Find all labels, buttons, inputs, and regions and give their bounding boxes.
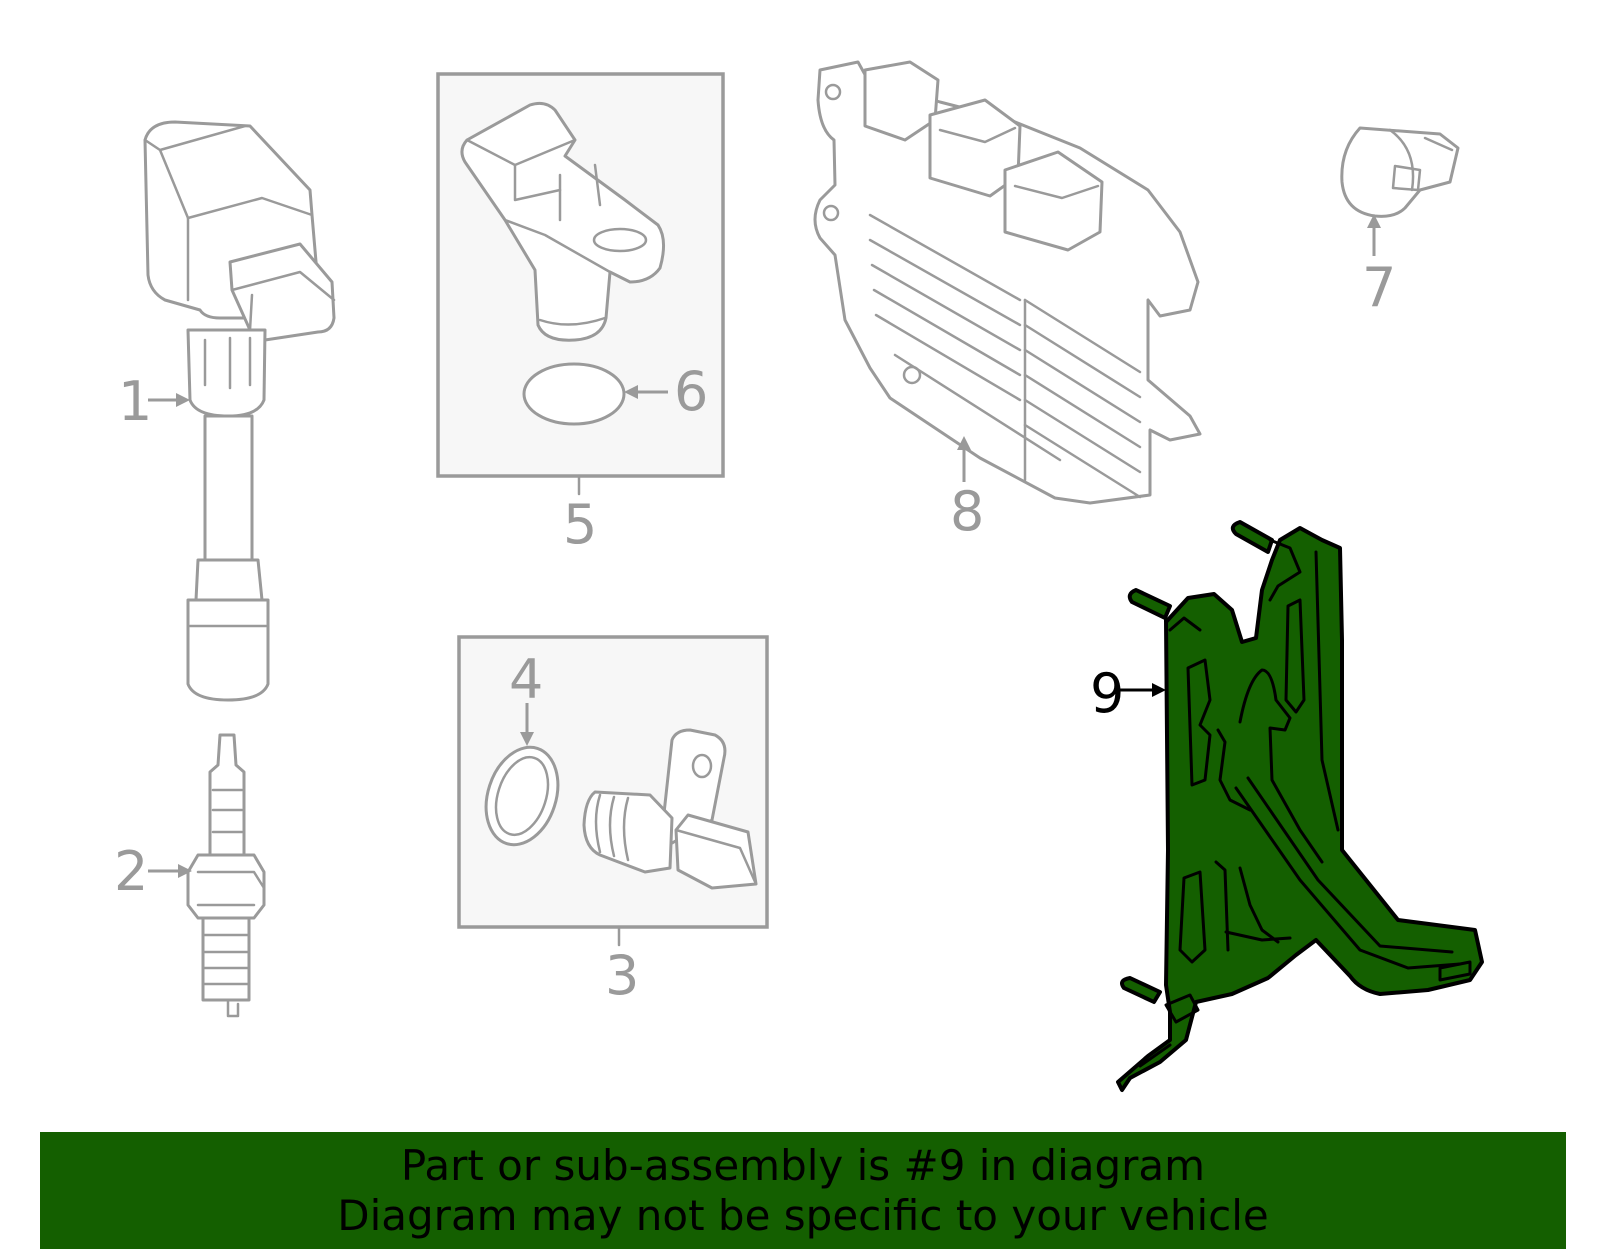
engine-control-module-part-8: [813, 60, 1202, 505]
bracket-part-9-highlighted: [1116, 520, 1484, 1092]
cam-sensor-box-5: [436, 72, 725, 496]
leader-lines: [148, 214, 1381, 878]
spark-plug-part-2: [186, 733, 266, 1018]
callout-5[interactable]: 5: [563, 493, 597, 556]
callout-4[interactable]: 4: [509, 648, 543, 711]
callout-9[interactable]: 9: [1090, 662, 1124, 725]
callout-6[interactable]: 6: [674, 360, 708, 423]
callout-7[interactable]: 7: [1362, 256, 1396, 319]
banner-line-1: Part or sub-assembly is #9 in diagram: [400, 1140, 1206, 1190]
ignition-coil-part-1: [143, 120, 336, 702]
callout-3[interactable]: 3: [605, 944, 639, 1007]
callout-8[interactable]: 8: [950, 480, 984, 543]
sensor-kit-box-3: [457, 635, 769, 947]
callout-2[interactable]: 2: [114, 840, 148, 903]
connector-part-7: [1340, 126, 1460, 218]
callout-numbers: 1 2 3 4 5 6 7 8 9: [114, 256, 1396, 1007]
callout-1[interactable]: 1: [118, 370, 152, 433]
info-banner: Part or sub-assembly is #9 in diagram Di…: [40, 1132, 1566, 1249]
banner-line-2: Diagram may not be specific to your vehi…: [337, 1190, 1269, 1240]
